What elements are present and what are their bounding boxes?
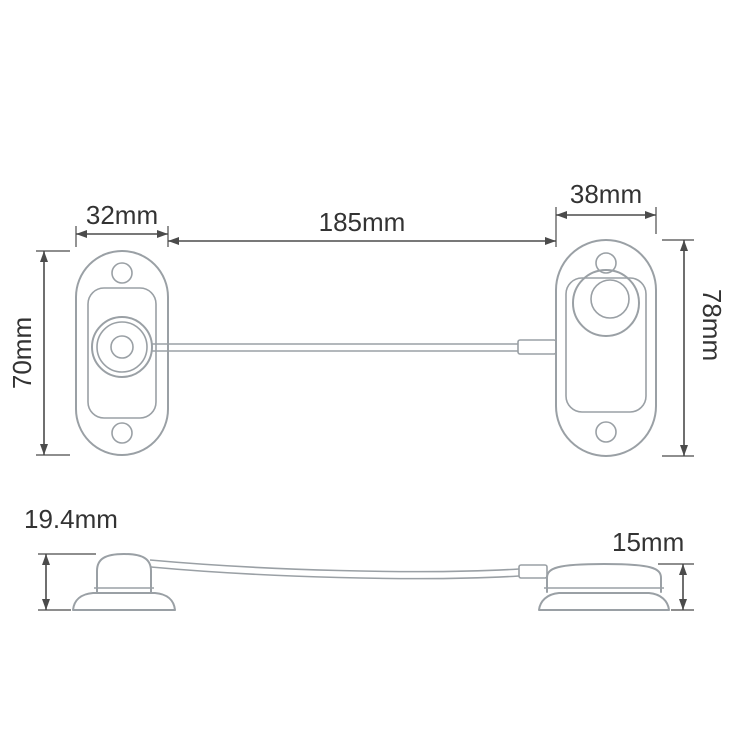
dim-right-profile-height: 15mm	[612, 527, 694, 611]
left-body-outline	[75, 250, 169, 456]
dim-label-right-profile-height: 15mm	[612, 527, 684, 557]
right-profile-dome	[546, 563, 662, 593]
left-lock-body	[75, 250, 169, 456]
left-unit-profile	[72, 553, 176, 611]
left-knob-center	[110, 335, 134, 359]
dim-left-height: 70mm	[7, 250, 70, 456]
left-knob-outer-ring	[91, 316, 153, 378]
dim-cable-length: 185mm	[168, 207, 557, 247]
right-body-outline	[555, 239, 657, 457]
dim-label-cable-length: 185mm	[319, 207, 406, 237]
right-lock-body	[555, 239, 657, 457]
dim-label-left-width: 32mm	[86, 200, 158, 230]
dim-right-width: 38mm	[556, 179, 657, 234]
cable-end-connector	[517, 339, 557, 355]
left-screw-hole-bottom	[111, 422, 133, 444]
left-knob-inner-ring	[96, 321, 148, 373]
right-body-inner-plate	[565, 277, 647, 413]
dim-left-width: 32mm	[75, 200, 169, 247]
left-profile-base	[72, 592, 176, 611]
side-view: 19.4mm 15mm	[24, 504, 694, 611]
right-button-outer	[572, 269, 640, 337]
cable-profile-bottom-edge	[150, 566, 520, 580]
left-body-inner-plate	[87, 287, 157, 419]
right-button-inner	[590, 279, 630, 319]
right-screw-hole-bottom	[595, 421, 617, 443]
cable-profile	[149, 559, 548, 580]
cable-profile-connector	[518, 564, 548, 579]
dim-label-left-profile-height: 19.4mm	[24, 504, 118, 534]
right-screw-hole-top	[595, 252, 617, 274]
dim-label-left-height: 70mm	[7, 317, 37, 389]
left-screw-hole-top	[111, 262, 133, 284]
dim-label-right-height: 78mm	[697, 289, 727, 361]
left-profile-dome	[96, 553, 152, 594]
dim-left-profile-height: 19.4mm	[24, 504, 118, 611]
dim-label-right-width: 38mm	[570, 179, 642, 209]
front-view: 32mm 185mm 38mm 70mm	[7, 179, 727, 457]
right-profile-base	[538, 592, 670, 611]
cable	[151, 339, 557, 355]
dim-right-height: 78mm	[662, 239, 727, 457]
cable-profile-top-edge	[149, 559, 520, 573]
right-unit-profile	[538, 563, 670, 611]
